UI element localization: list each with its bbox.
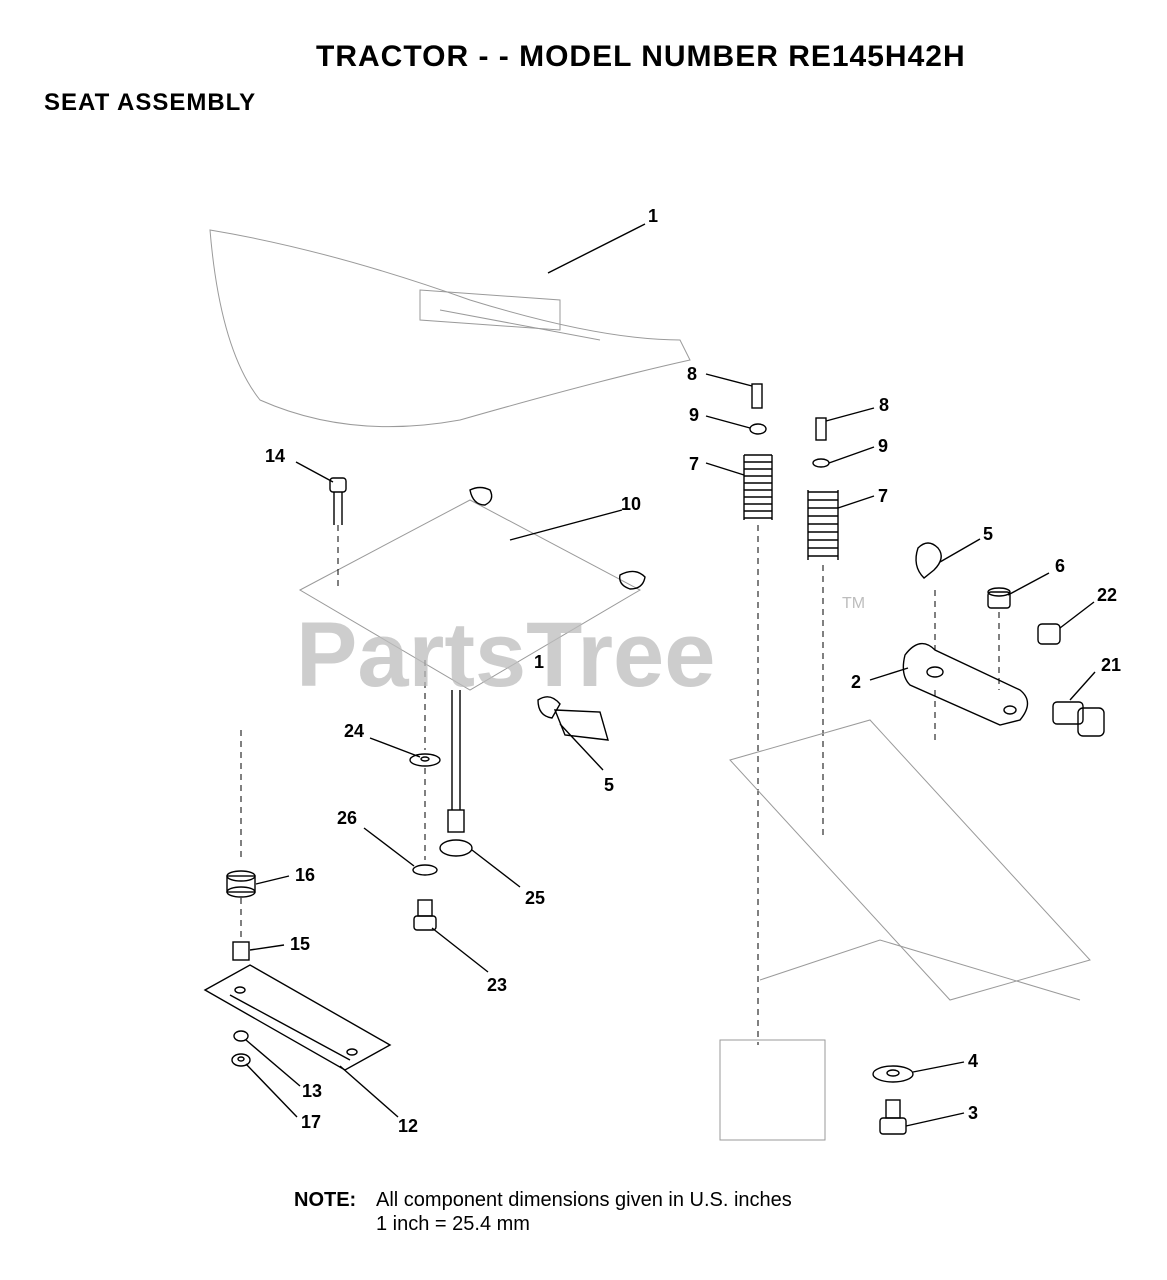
callout-8a: 8 — [687, 364, 697, 384]
note-body: All component dimensions given in U.S. i… — [376, 1188, 792, 1236]
spring-7-right — [807, 490, 839, 560]
callout-17: 17 — [301, 1112, 321, 1132]
washer-4 — [872, 1065, 914, 1083]
bracket-2 — [902, 642, 1029, 726]
callout-4: 4 — [968, 1051, 978, 1071]
nut-6 — [987, 587, 1011, 609]
frame-part — [719, 719, 1091, 1141]
note-line-1: All component dimensions given in U.S. i… — [376, 1189, 792, 1211]
note-label: NOTE: — [294, 1189, 357, 1211]
nut-13 — [233, 1030, 249, 1042]
callout-5a: 5 — [983, 524, 993, 544]
callout-22: 22 — [1097, 585, 1117, 605]
callout-7a: 7 — [689, 454, 699, 474]
nut-22 — [1037, 623, 1061, 645]
nut-9-right — [812, 458, 830, 468]
note-line-2: 1 inch = 25.4 mm — [376, 1213, 530, 1235]
callout-1b: 1 — [534, 652, 544, 672]
callout-9b: 9 — [878, 436, 888, 456]
callout-24: 24 — [344, 721, 364, 741]
watermark-text: PartsTree — [296, 604, 715, 706]
nut-9-left — [749, 423, 767, 435]
bolt-23 — [413, 899, 437, 931]
washer-17 — [231, 1053, 251, 1067]
washer-26 — [412, 864, 438, 876]
spacer-16 — [226, 870, 256, 898]
callout-13: 13 — [302, 1081, 322, 1101]
callout-14: 14 — [265, 446, 285, 466]
callout-12: 12 — [398, 1116, 418, 1136]
dimensions-note: NOTE: All component dimensions given in U… — [294, 1188, 792, 1236]
washer-24 — [409, 753, 441, 767]
bolt-3 — [879, 1099, 907, 1135]
callout-21: 21 — [1101, 655, 1121, 675]
bolt-14 — [329, 477, 347, 590]
callout-2: 2 — [851, 672, 861, 692]
page-title: TRACTOR - - MODEL NUMBER RE145H42H — [316, 40, 966, 73]
bracket-5-right — [915, 542, 942, 579]
callout-8b: 8 — [879, 395, 889, 415]
callout-5b: 5 — [604, 775, 614, 795]
callout-23: 23 — [487, 975, 507, 995]
bolt-8-left — [751, 383, 763, 409]
callout-26: 26 — [337, 808, 357, 828]
callout-15: 15 — [290, 934, 310, 954]
callout-1: 1 — [648, 206, 658, 226]
section-title: SEAT ASSEMBLY — [44, 89, 257, 116]
callout-25: 25 — [525, 888, 545, 908]
callout-9a: 9 — [689, 405, 699, 425]
leader-lines — [245, 223, 1096, 1127]
knob-21 — [1052, 701, 1105, 737]
seat-pan-part — [298, 486, 646, 691]
bolt-8-right — [815, 417, 827, 441]
callout-6: 6 — [1055, 556, 1065, 576]
spring-7-left — [743, 454, 773, 520]
callout-3: 3 — [968, 1103, 978, 1123]
watermark-trademark: TM — [842, 595, 865, 612]
callout-10: 10 — [621, 494, 641, 514]
callout-7b: 7 — [878, 486, 888, 506]
seat-part — [209, 229, 691, 428]
bushing-15 — [232, 941, 250, 961]
callout-16: 16 — [295, 865, 315, 885]
plate-12 — [203, 964, 392, 1071]
bolt-25 — [439, 690, 473, 857]
